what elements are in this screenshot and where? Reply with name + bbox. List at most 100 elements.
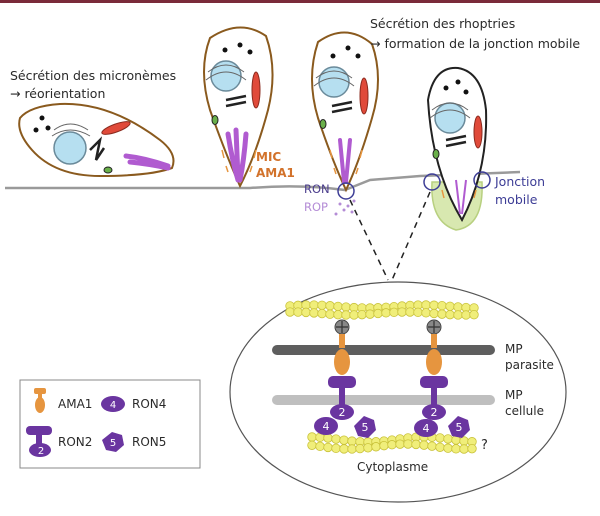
mp-parasite-label-line2: parasite (505, 358, 554, 372)
actin-bead (347, 444, 357, 454)
parasite1-rhoptries (123, 153, 171, 171)
actin-bead (317, 300, 327, 310)
ama1-label: AMA1 (256, 166, 295, 180)
ron5-num-right: 5 (456, 421, 463, 434)
actin-bead (459, 444, 469, 454)
parasite3-body (311, 31, 379, 193)
mp-parasite-label-line1: MP (505, 342, 523, 356)
ama1-head-right (426, 349, 442, 375)
actin-bead (405, 307, 415, 317)
actin-bead (435, 442, 445, 452)
actin-bead (459, 436, 469, 446)
parasite-secreting (311, 31, 379, 216)
legend-ron5-label: RON5 (132, 435, 166, 449)
actin-bead (331, 434, 341, 444)
parasite1-golgi (51, 123, 91, 137)
actin-bead (317, 308, 327, 319)
actin-bead (389, 307, 399, 318)
ama1-stalk-left (339, 334, 345, 348)
actin-bead (331, 443, 341, 454)
actin-bead (341, 302, 351, 312)
actin-bead (469, 310, 479, 320)
parasite3-junction-circle (337, 182, 355, 200)
actin-bead (427, 441, 437, 451)
parasite3-granule-c (355, 53, 361, 59)
parasite2-apicoplast (225, 94, 247, 108)
ron2-stalk-left (339, 386, 345, 408)
parasite4-golgi (429, 102, 471, 119)
parasite1-apicoplast (89, 136, 106, 161)
rop-label: ROP (304, 200, 328, 214)
actin-bead (357, 309, 367, 320)
parasite1-dense-granule (103, 166, 113, 174)
parasite4-ama1-dashes (441, 189, 477, 199)
parasite3-mitochondrion (359, 77, 369, 115)
actin-bead (443, 443, 453, 453)
actin-bead (443, 434, 453, 444)
legend-ama1-icon (34, 388, 46, 413)
ron5-left (354, 416, 376, 438)
actin-bead (387, 440, 397, 450)
legend-ron4-icon (101, 396, 125, 412)
actin-bead (419, 440, 429, 450)
actin-bead (381, 308, 391, 318)
actin-bead (379, 440, 389, 451)
parasite-invading (423, 66, 491, 231)
ron2-num-right: 2 (431, 406, 438, 419)
actin-bead (421, 308, 431, 318)
parasite4-granule-c (463, 89, 469, 95)
ama1-stalk-right (431, 334, 437, 348)
parasite2-granule-a (222, 47, 228, 53)
legend-ama1-label: AMA1 (58, 397, 92, 411)
parasite3-ama1-dashes (329, 149, 363, 175)
actin-bead (445, 309, 455, 320)
actin-bead (437, 309, 447, 319)
actin-bead (309, 300, 319, 310)
ron2-base-right (422, 404, 446, 420)
actin-bead (453, 310, 463, 320)
parasite4-rhoptries (455, 179, 467, 215)
legend-ron4-label: RON4 (132, 397, 166, 411)
parasite1-mitochondrion (101, 121, 131, 135)
actin-bead (453, 302, 463, 312)
parasite4-granule-b (455, 79, 461, 85)
junction-circle-right (473, 171, 491, 189)
ron4-left (314, 417, 338, 435)
ama1-ron-complex-right: 2 4 5 (414, 319, 470, 438)
ama1-ron-complex-left: 2 4 5 (314, 319, 376, 438)
parasite1-granule-c (33, 127, 39, 133)
actin-bead (467, 443, 477, 454)
parasite4-apicoplast (445, 134, 467, 148)
ron2-stalk-right (431, 386, 437, 408)
parasite2-dense-granule (211, 115, 219, 125)
ron2-base-left (330, 404, 354, 420)
parasite4-nucleus (434, 102, 466, 134)
actin-bead (315, 441, 325, 452)
ron5-right (448, 416, 470, 438)
parasite1-granule-a (39, 115, 45, 121)
rhoptries-subtitle: → formation de la jonction mobile (370, 36, 581, 51)
legend-ron4-num: 4 (110, 400, 116, 411)
legend-ron5-num: 5 (110, 438, 116, 449)
mic-label: MIC (256, 150, 282, 164)
actin-bead (285, 307, 295, 317)
actin-bead (347, 436, 357, 446)
parasite1-granule-b (45, 125, 51, 131)
actin-filament-bottom (307, 432, 477, 454)
actin-bead (403, 439, 413, 449)
ron2-cap-right (420, 376, 448, 388)
ron4-num-right: 4 (423, 422, 430, 435)
parasite4-granule-a (443, 85, 449, 91)
actin-bead (429, 308, 439, 319)
actin-bead (323, 442, 333, 453)
parasite2-rhoptries (225, 127, 249, 183)
parasite3-golgi (313, 70, 355, 87)
actin-bead (333, 301, 343, 312)
actin-bead (307, 440, 317, 450)
mp-cell-label-line2: cellule (505, 404, 544, 418)
parasite2-granule-b (237, 42, 243, 48)
legend-ron5-icon (102, 432, 124, 452)
cytoplasme-label: Cytoplasme (357, 460, 429, 474)
